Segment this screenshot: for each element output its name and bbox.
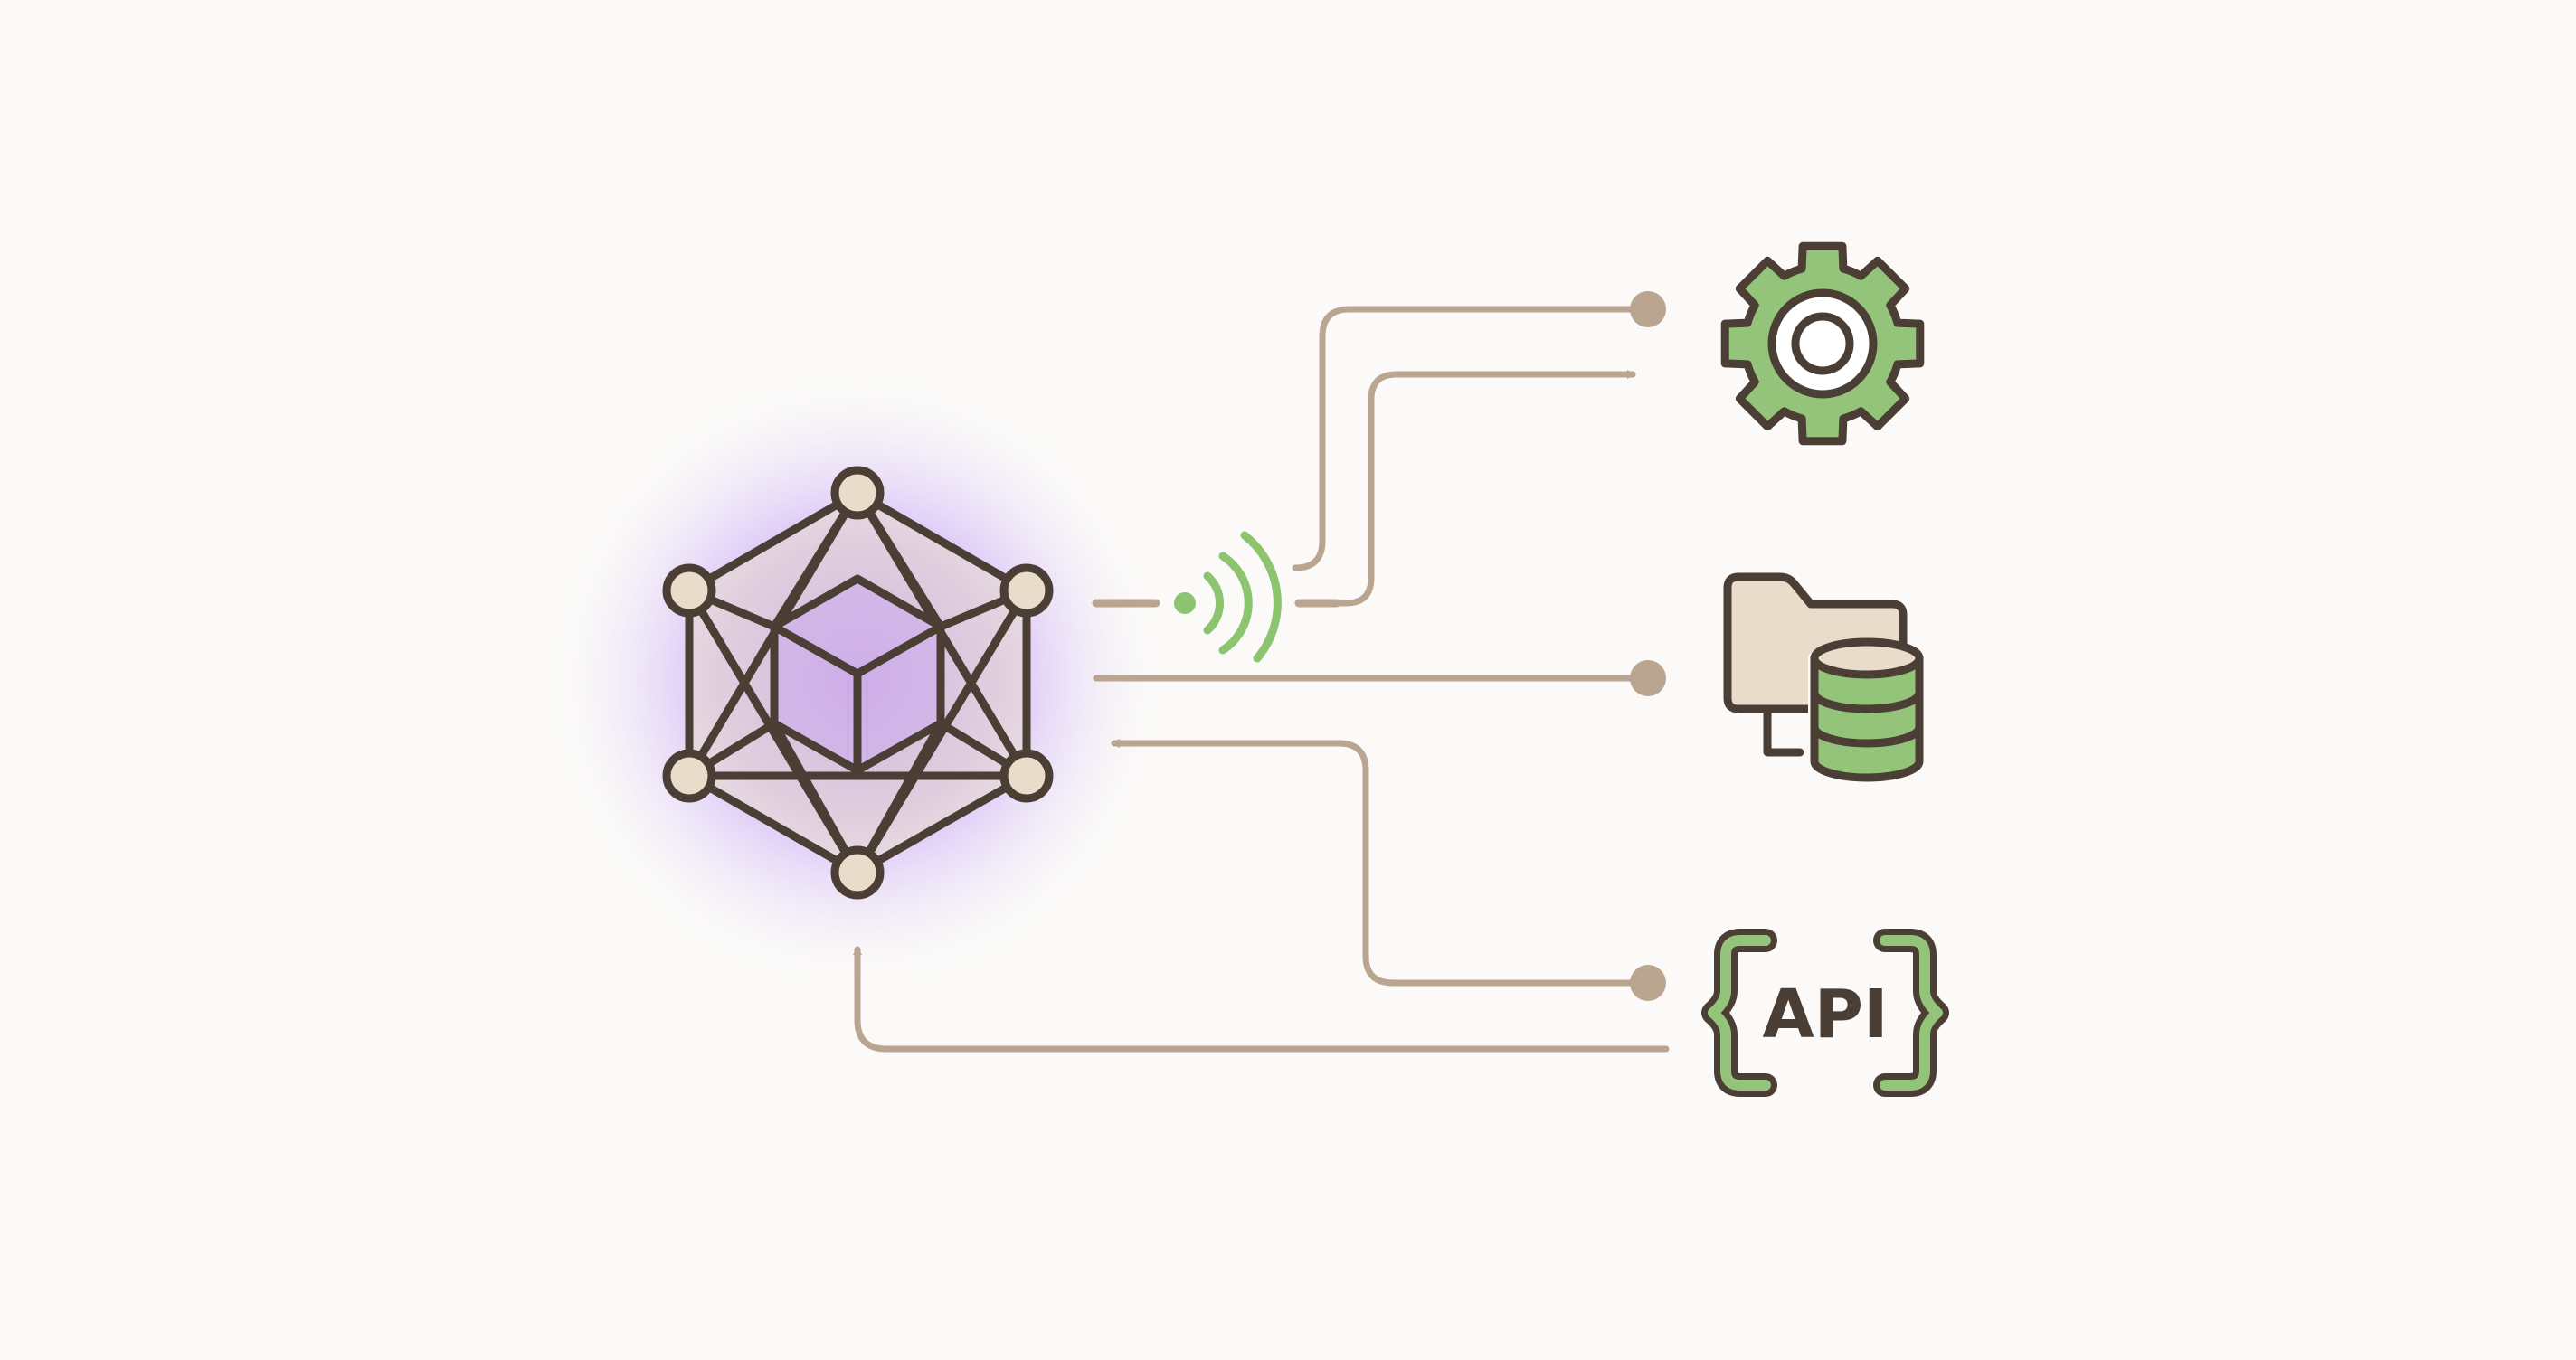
connector-api-return (1111, 739, 1652, 987)
dot-gear (1630, 291, 1666, 327)
connectors (853, 306, 1670, 1053)
api-label: API (1762, 976, 1888, 1053)
gear-icon (1720, 241, 1925, 446)
connector-api-bottom (853, 946, 1670, 1053)
connector-gear-arrow (1295, 370, 1636, 607)
dot-api (1630, 965, 1666, 1001)
network-hub-icon (662, 466, 1054, 900)
dot-storage (1630, 660, 1666, 696)
connector-dots (1630, 291, 1666, 1001)
api-braces-icon: API (1701, 929, 1949, 1097)
folder-database-icon (1723, 572, 1926, 784)
connector-gear-top (1292, 306, 1652, 571)
